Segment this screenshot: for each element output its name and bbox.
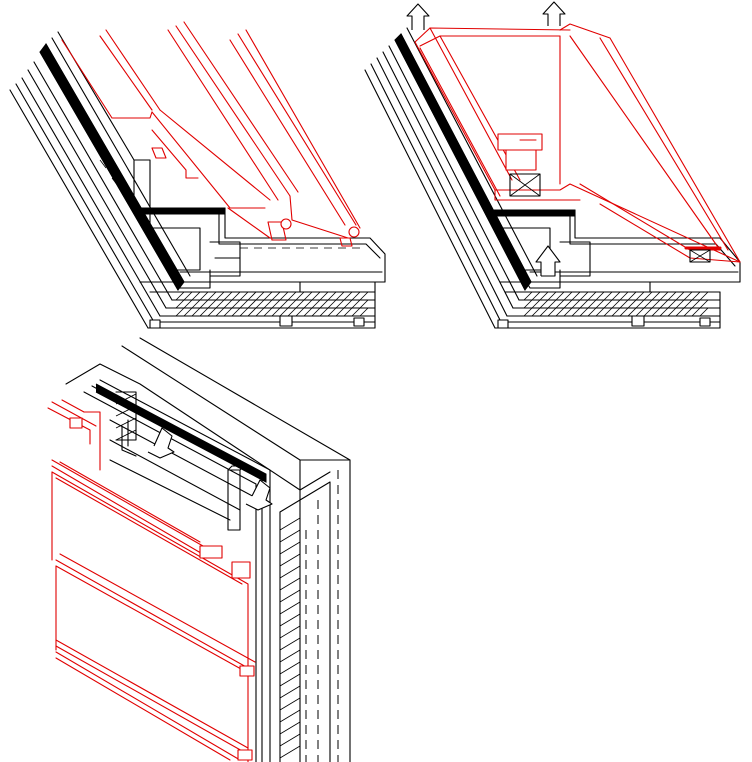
view-roof-sliding-panels — [364, 1, 741, 329]
substructure — [99, 159, 386, 293]
hook-clip-icon — [151, 147, 360, 247]
arrow-up-icon — [535, 245, 561, 277]
insulation-dashes — [99, 159, 360, 249]
arrow-up-icon — [542, 1, 566, 26]
insulation-hatch — [175, 291, 369, 317]
rafter-layers-2 — [364, 27, 538, 329]
rafter-layers — [9, 31, 191, 329]
bracket-icon — [147, 427, 273, 511]
cladding-panels — [61, 21, 361, 247]
insulation-column — [115, 391, 301, 762]
bottom-section — [139, 281, 376, 329]
bottom-section-2 — [494, 281, 741, 329]
view-wall-corner-panels — [47, 337, 351, 762]
substructure-2 — [488, 209, 741, 293]
cladding-panels-3 — [47, 399, 256, 762]
wall-block — [65, 337, 351, 762]
insulation-hatch-2 — [523, 291, 709, 317]
view-roof-hooked-panels — [9, 21, 386, 329]
rails — [83, 379, 271, 762]
arrow-up-icon — [406, 3, 430, 30]
cladding-panels-2 — [414, 23, 741, 263]
